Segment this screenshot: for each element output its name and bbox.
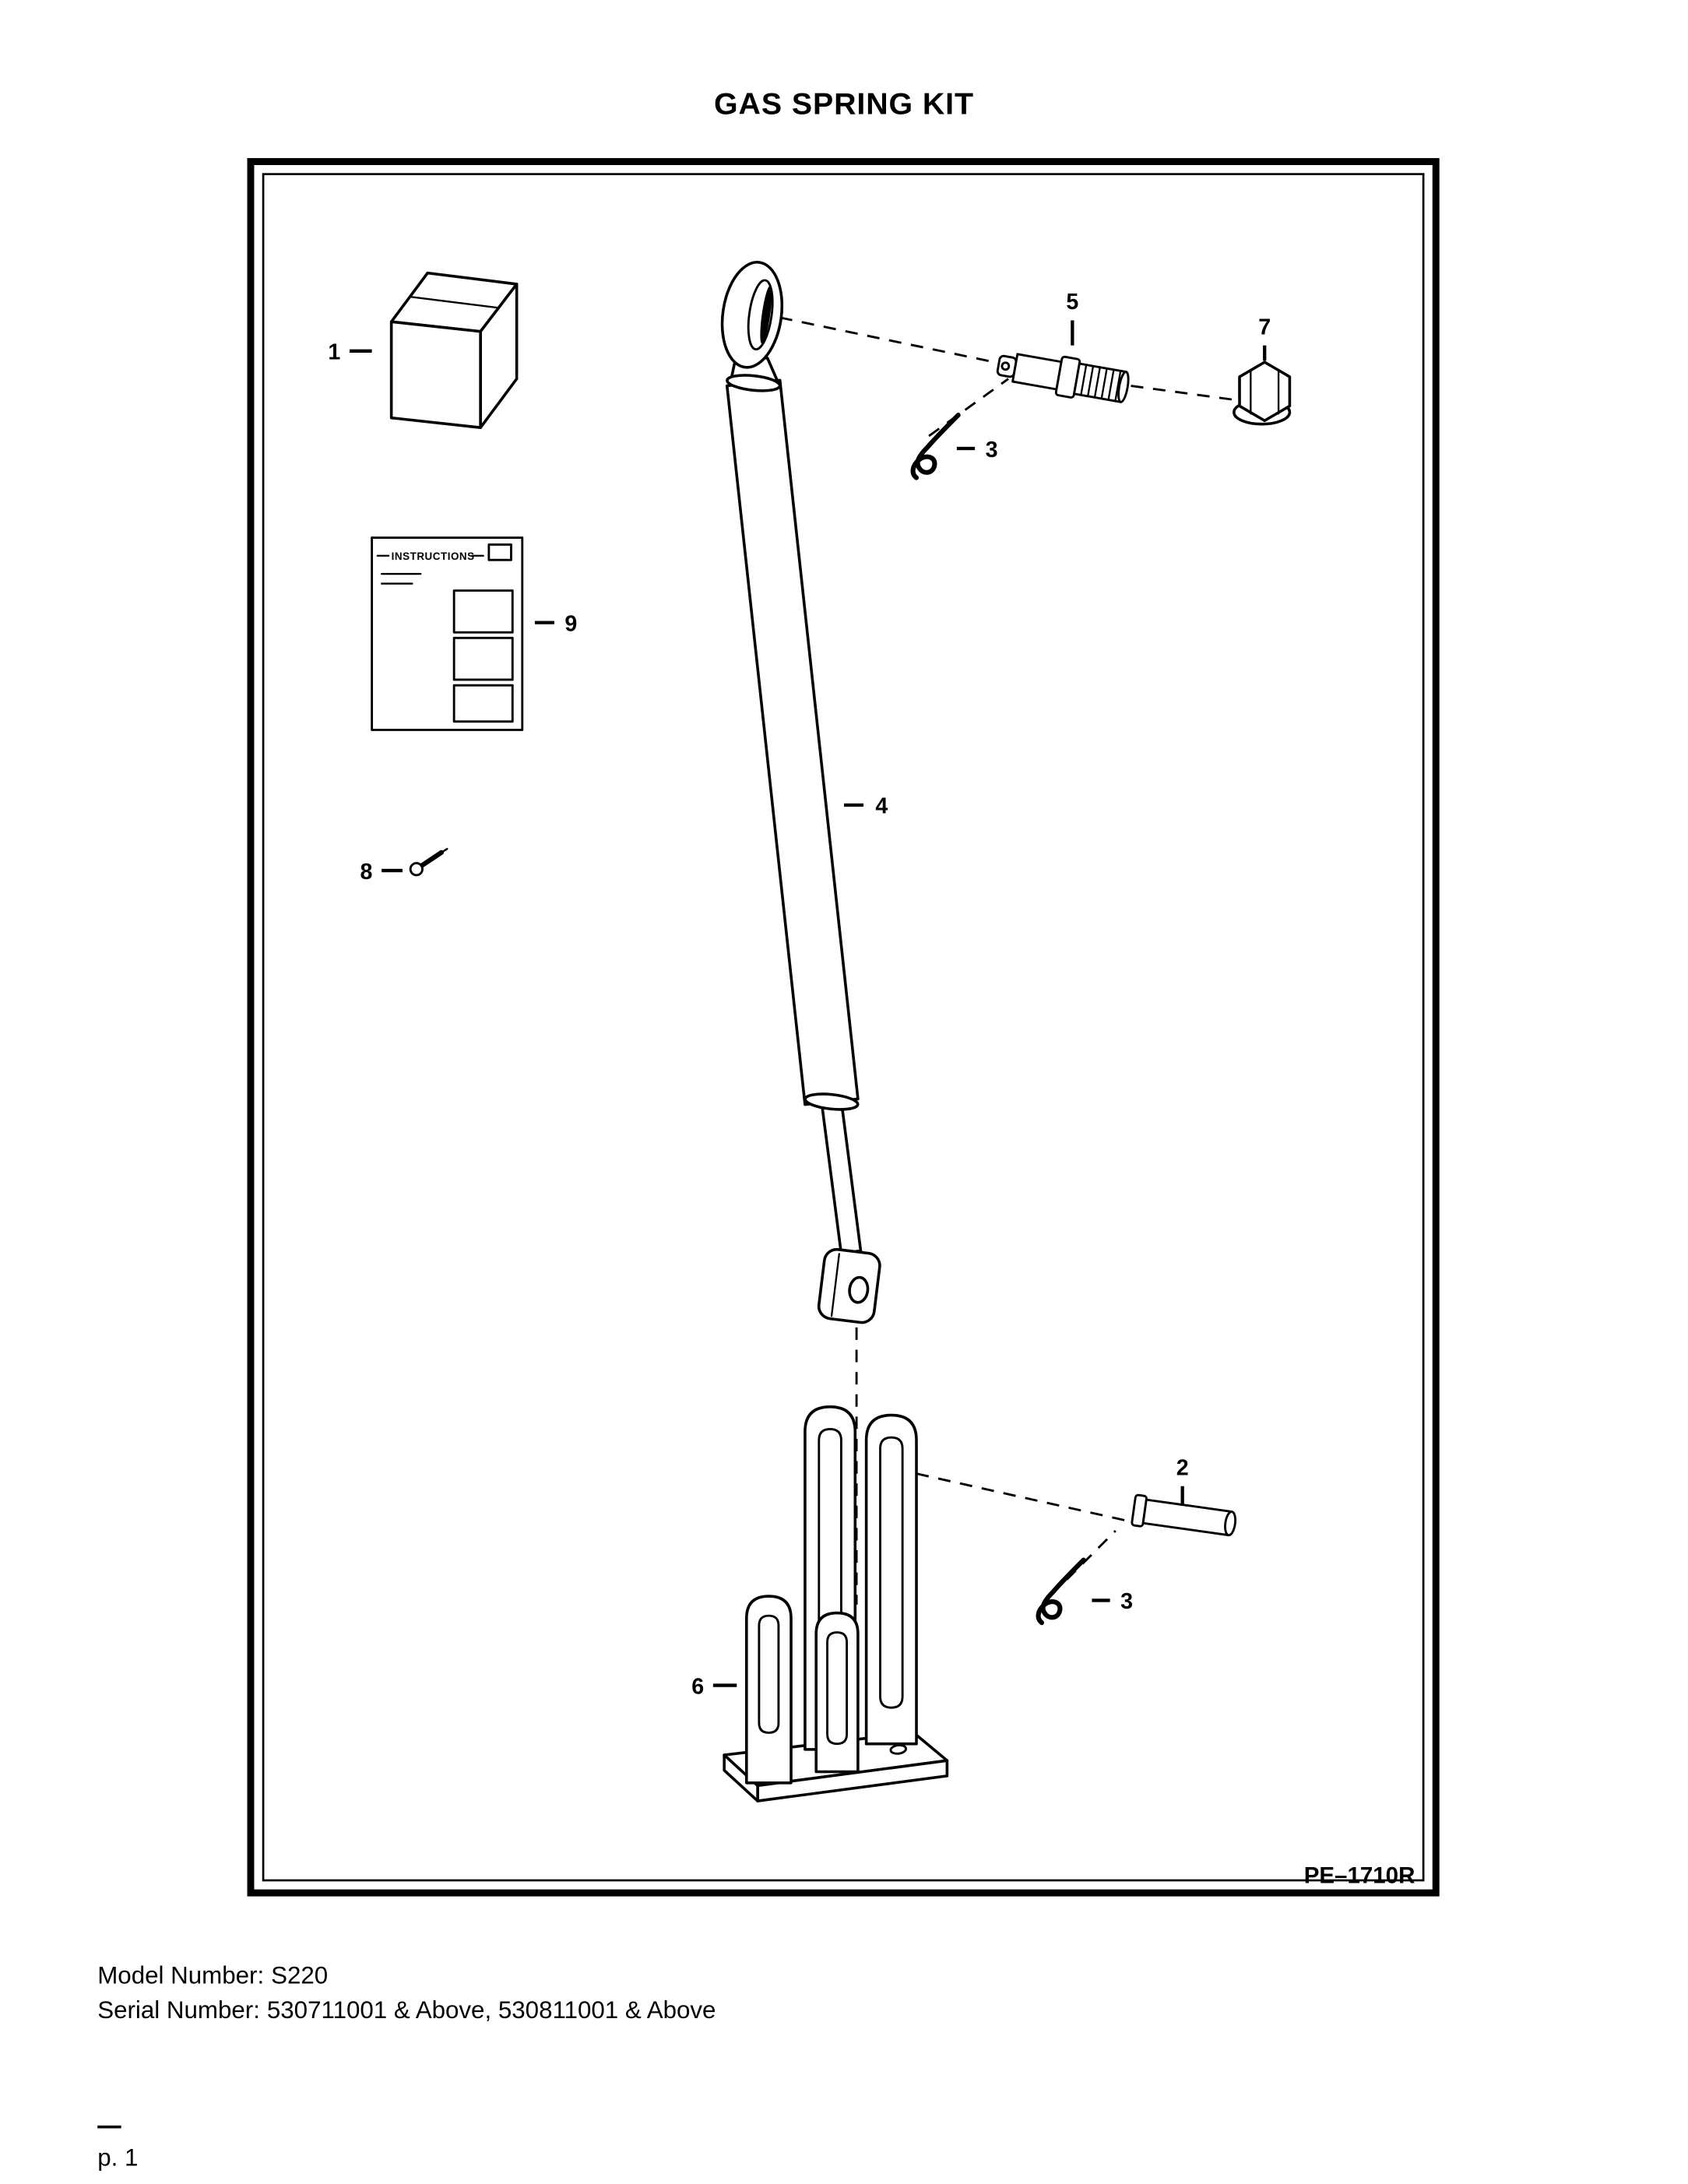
svg-text:2: 2 [1176,1455,1189,1480]
part-clip-bottom [1039,1560,1084,1623]
figure-code: PE–1710R [1304,1863,1415,1889]
part-instruction-sheet: INSTRUCTIONS [371,536,524,731]
svg-text:6: 6 [691,1674,704,1699]
svg-text:3: 3 [986,438,998,462]
svg-text:4: 4 [875,794,888,819]
callout-7: 7 [1258,315,1271,361]
page-title: GAS SPRING KIT [714,87,974,121]
part-flange-nut [1233,360,1292,426]
svg-text:9: 9 [564,611,577,636]
model-number-line: Model Number:S220 [97,1961,328,1989]
part-clip-top [913,415,958,478]
callout-6: 6 [691,1674,737,1699]
svg-text:1: 1 [328,340,340,365]
svg-text:7: 7 [1258,315,1271,339]
part-bracket [723,1405,949,1802]
part-pin [1131,1493,1237,1537]
svg-text:5: 5 [1066,290,1078,315]
callout-9: 9 [534,611,577,636]
part-stud [996,353,1130,403]
gas-spring-clevis [817,1247,881,1324]
svg-text:8: 8 [360,860,372,885]
serial-number-line: Serial Number:530711001 & Above, 5308110… [97,1996,716,2024]
callout-4: 4 [844,794,888,819]
callout-5: 5 [1066,290,1078,346]
page-number: p. 1 [97,2144,138,2172]
diagram-frame [247,158,1440,1897]
part-screw [409,848,448,877]
part-box [389,271,519,429]
callout-1: 1 [328,340,372,365]
part-gas-spring [720,260,881,1324]
callout-8: 8 [360,860,403,885]
callout-3-top: 3 [956,438,998,462]
callout-3-bottom: 3 [1092,1589,1133,1614]
instruction-sheet-title: INSTRUCTIONS [392,550,475,562]
svg-text:3: 3 [1120,1589,1133,1614]
callout-2: 2 [1176,1455,1189,1505]
